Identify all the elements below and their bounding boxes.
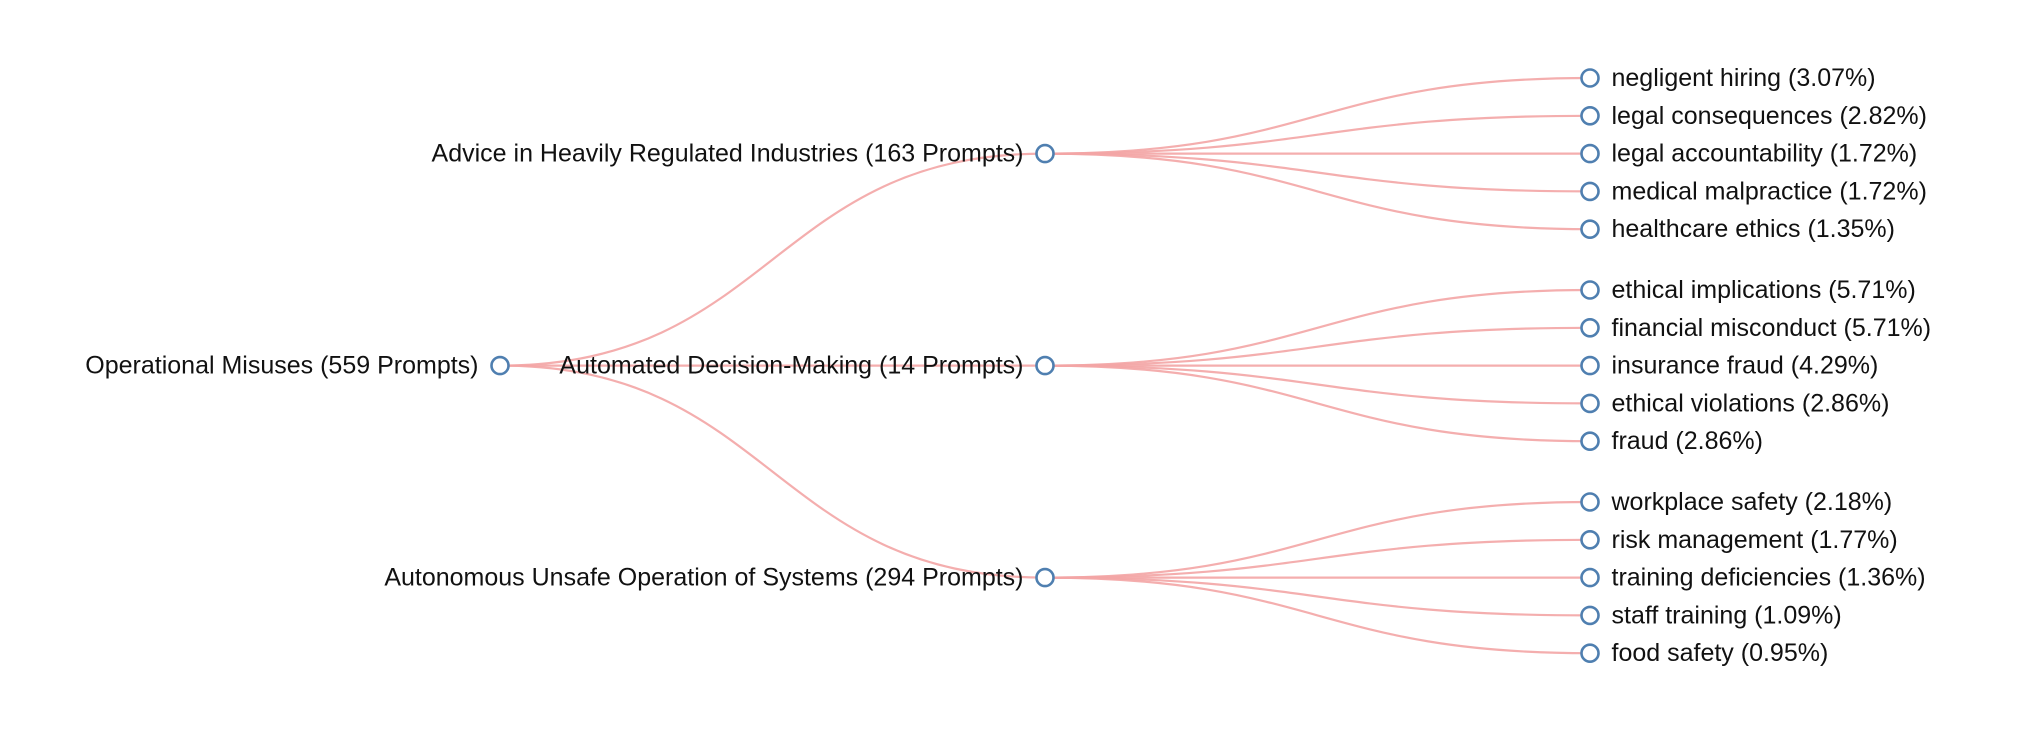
- node-label: insurance fraud (4.29%): [1612, 352, 1879, 380]
- node-circle[interactable]: [1580, 393, 1600, 414]
- node-label: Advice in Heavily Regulated Industries (…: [432, 140, 1024, 168]
- leaf-node[interactable]: staff training (1.09%): [1580, 601, 1842, 629]
- tree-link: [1044, 576, 1591, 655]
- node-label: ethical violations (2.86%): [1612, 389, 1890, 417]
- leaf-node[interactable]: medical malpractice (1.72%): [1580, 177, 1927, 205]
- leaf-node[interactable]: legal consequences (2.82%): [1580, 102, 1927, 130]
- tree-link: [499, 152, 1046, 367]
- root-node[interactable]: Operational Misuses (559 Prompts): [85, 352, 510, 380]
- node-circle[interactable]: [1580, 529, 1600, 550]
- node-label: risk management (1.77%): [1612, 526, 1898, 554]
- node-circle[interactable]: [1580, 567, 1600, 588]
- leaf-node[interactable]: workplace safety (2.18%): [1580, 488, 1893, 516]
- leaf-node[interactable]: negligent hiring (3.07%): [1580, 64, 1876, 92]
- tree-link: [1044, 538, 1591, 579]
- node-label: healthcare ethics (1.35%): [1612, 215, 1895, 243]
- node-circle[interactable]: [1580, 431, 1600, 452]
- node-circle[interactable]: [1580, 68, 1600, 88]
- node-label: financial misconduct (5.71%): [1612, 314, 1932, 342]
- category-node[interactable]: Advice in Heavily Regulated Industries (…: [432, 140, 1055, 168]
- tree-link: [1044, 114, 1591, 155]
- node-circle[interactable]: [1580, 492, 1600, 512]
- leaf-node[interactable]: fraud (2.86%): [1580, 427, 1763, 455]
- leaf-node[interactable]: healthcare ethics (1.35%): [1580, 215, 1895, 243]
- leaf-node[interactable]: financial misconduct (5.71%): [1580, 314, 1932, 342]
- tree-links: [499, 76, 1591, 655]
- node-circle[interactable]: [1580, 355, 1600, 376]
- tree-link: [1044, 288, 1591, 367]
- node-label: legal consequences (2.82%): [1612, 102, 1927, 130]
- node-circle[interactable]: [1580, 143, 1600, 164]
- leaf-node[interactable]: food safety (0.95%): [1580, 639, 1829, 667]
- node-circle[interactable]: [1580, 280, 1600, 300]
- node-label: workplace safety (2.18%): [1611, 488, 1893, 516]
- tree-link: [499, 364, 1046, 579]
- node-circle[interactable]: [1580, 643, 1600, 664]
- category-node[interactable]: Automated Decision-Making (14 Prompts): [559, 352, 1055, 380]
- tree-link: [1044, 76, 1591, 155]
- node-circle[interactable]: [1580, 181, 1600, 202]
- leaf-node[interactable]: training deficiencies (1.36%): [1580, 564, 1926, 592]
- node-circle[interactable]: [1580, 106, 1600, 126]
- node-circle[interactable]: [1580, 317, 1600, 338]
- tree-nodes: Operational Misuses (559 Prompts) Advice …: [85, 64, 1931, 667]
- leaf-node[interactable]: legal accountability (1.72%): [1580, 140, 1918, 168]
- tree-link: [1044, 364, 1591, 405]
- tree-link: [1044, 576, 1591, 617]
- node-label: Operational Misuses (559 Prompts): [85, 352, 478, 380]
- leaf-node[interactable]: ethical implications (5.71%): [1580, 276, 1916, 304]
- node-label: ethical implications (5.71%): [1612, 276, 1916, 304]
- node-circle[interactable]: [1580, 219, 1600, 239]
- node-label: negligent hiring (3.07%): [1612, 64, 1876, 92]
- node-label: legal accountability (1.72%): [1612, 140, 1918, 168]
- node-circle[interactable]: [490, 355, 510, 376]
- tree-link: [1044, 152, 1591, 193]
- node-circle[interactable]: [1035, 355, 1055, 376]
- tree-link: [1044, 326, 1591, 367]
- node-label: Automated Decision-Making (14 Prompts): [559, 352, 1023, 380]
- node-label: Autonomous Unsafe Operation of Systems (…: [384, 564, 1023, 592]
- tree-link: [1044, 500, 1591, 579]
- node-label: staff training (1.09%): [1612, 601, 1842, 629]
- leaf-node[interactable]: insurance fraud (4.29%): [1580, 352, 1879, 380]
- node-circle[interactable]: [1035, 143, 1055, 164]
- node-label: training deficiencies (1.36%): [1612, 564, 1926, 592]
- node-circle[interactable]: [1580, 605, 1600, 626]
- category-node[interactable]: Autonomous Unsafe Operation of Systems (…: [384, 564, 1055, 592]
- tree-link: [1044, 152, 1591, 231]
- tree-link: [1044, 364, 1591, 443]
- node-label: fraud (2.86%): [1612, 427, 1763, 455]
- node-label: medical malpractice (1.72%): [1612, 177, 1927, 205]
- node-label: food safety (0.95%): [1612, 639, 1829, 667]
- leaf-node[interactable]: ethical violations (2.86%): [1580, 389, 1890, 417]
- node-circle[interactable]: [1035, 567, 1055, 588]
- leaf-node[interactable]: risk management (1.77%): [1580, 526, 1898, 554]
